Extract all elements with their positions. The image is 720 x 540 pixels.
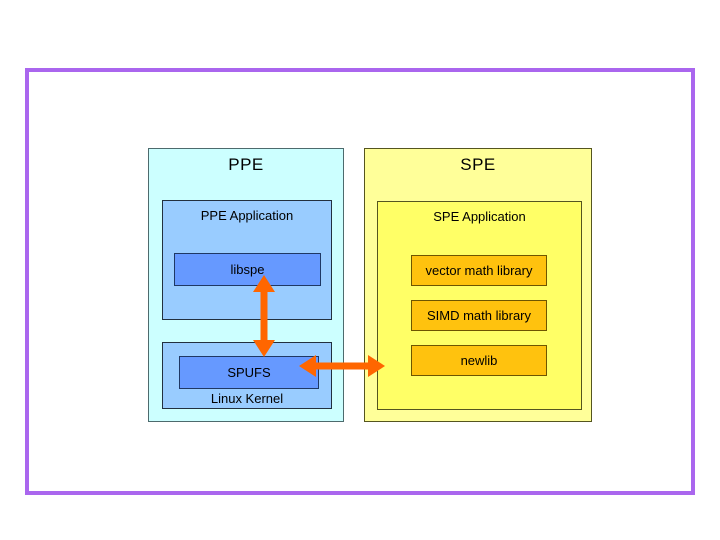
ppe-title: PPE (228, 155, 264, 174)
spe-title: SPE (460, 155, 496, 174)
spe-group: SPE SPE Application vector math library … (364, 148, 592, 422)
vector-math-library-box: vector math library (411, 255, 547, 286)
newlib-box: newlib (411, 345, 547, 376)
ppe-application-title: PPE Application (200, 208, 294, 223)
ppe-application-box: PPE Application libspe (162, 200, 332, 320)
libspe-label: libspe (230, 262, 265, 277)
libspe-box: libspe (174, 253, 321, 286)
linux-kernel-box: SPUFS Linux Kernel (162, 342, 332, 409)
spufs-label: SPUFS (227, 365, 271, 380)
spe-application-title: SPE Application (433, 209, 526, 224)
diagram-frame: PPE PPE Application libspe SPUFS Linux K… (25, 68, 695, 495)
vector-math-library-label: vector math library (425, 263, 533, 278)
simd-math-library-box: SIMD math library (411, 300, 547, 331)
spe-application-box: SPE Application vector math library SIMD… (377, 201, 582, 410)
ppe-group: PPE PPE Application libspe SPUFS Linux K… (148, 148, 344, 422)
newlib-label: newlib (460, 353, 498, 368)
linux-kernel-label: Linux Kernel (210, 391, 284, 406)
spufs-box: SPUFS (179, 356, 319, 389)
simd-math-library-label: SIMD math library (426, 308, 532, 323)
